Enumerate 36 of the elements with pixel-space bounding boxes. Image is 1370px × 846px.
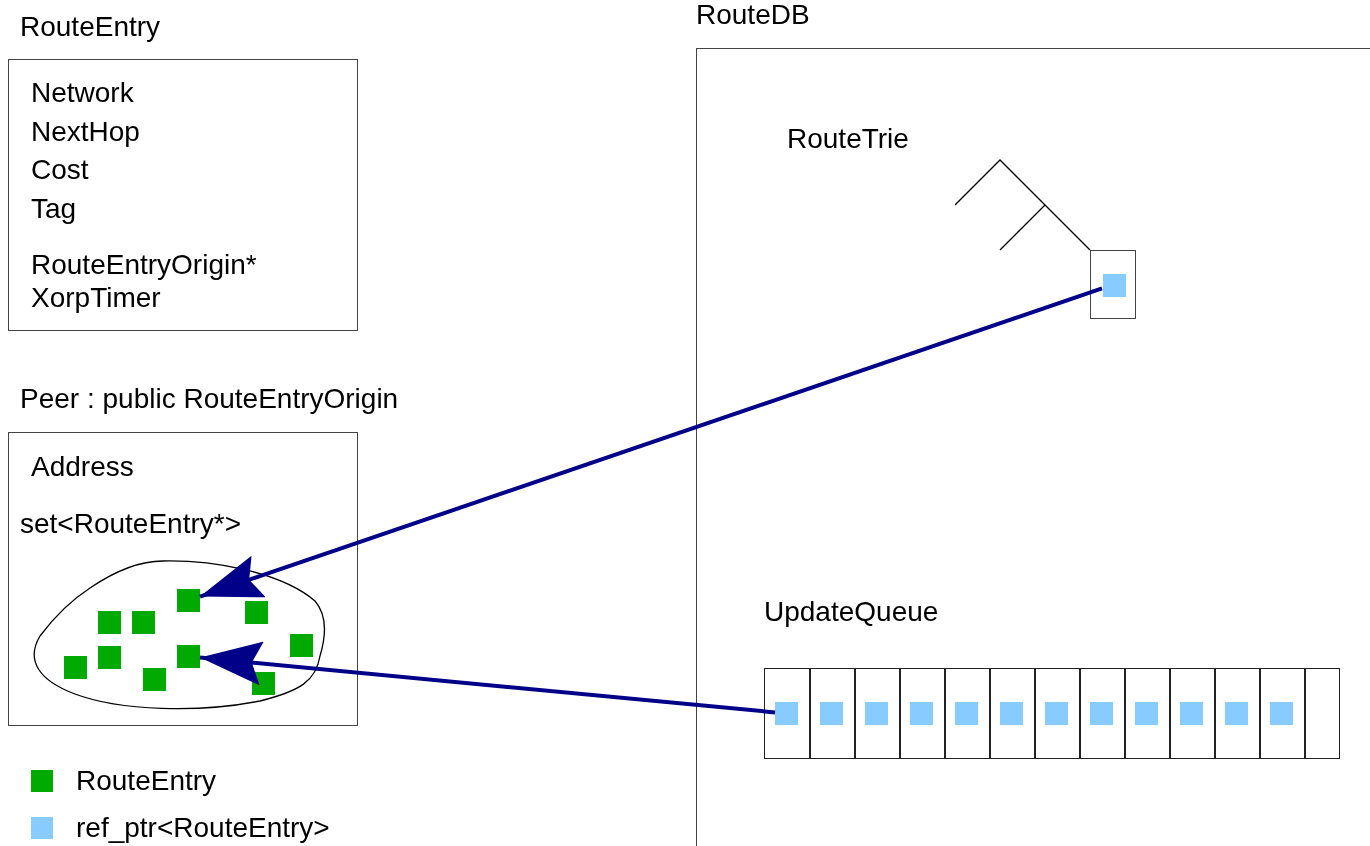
structure-name: RouteTrie	[787, 122, 909, 156]
ref-ptr-square	[820, 702, 843, 725]
ref-ptr-square	[1045, 702, 1068, 725]
route-entry-square	[98, 611, 121, 634]
legend-label: ref_ptr<RouteEntry>	[76, 811, 330, 845]
class-name: Peer : public RouteEntryOrigin	[20, 382, 399, 416]
route-entry-square	[98, 646, 121, 669]
ref-ptr-square	[1103, 274, 1126, 297]
pointer-arrow	[199, 641, 776, 715]
container-name: UpdateQueue	[764, 595, 939, 629]
ref-ptr-square	[1135, 702, 1158, 725]
route-entry-square	[177, 645, 200, 668]
ref-ptr-square	[865, 702, 888, 725]
route-entry-square	[177, 589, 200, 612]
ref-ptr-square	[1270, 702, 1293, 725]
ref-ptr-square	[1225, 702, 1248, 725]
field-name: Address	[31, 450, 134, 484]
route-entry-square	[132, 611, 155, 634]
ref-ptr-square	[910, 702, 933, 725]
ref-ptr-square	[1000, 702, 1023, 725]
field-list: RouteEntryOrigin* XorpTimer	[31, 248, 257, 314]
route-entry-square	[143, 668, 166, 691]
ref-ptr-square	[1180, 702, 1203, 725]
class-name: RouteEntry	[20, 10, 161, 44]
field-name: set<RouteEntry*>	[20, 507, 242, 541]
field-list: Network NextHop Cost Tag	[31, 74, 140, 229]
container-name: RouteDB	[696, 0, 810, 30]
ref-ptr-square	[775, 702, 798, 725]
ref-ptr-square	[955, 702, 978, 725]
route-entry-square	[290, 634, 313, 657]
trie-leaf-box	[1090, 250, 1136, 319]
pointer-arrow	[199, 286, 1103, 599]
ref-ptr-square	[1090, 702, 1113, 725]
legend-label: RouteEntry	[76, 764, 217, 798]
route-entry-square	[245, 601, 268, 624]
route-entry-square	[64, 656, 87, 679]
